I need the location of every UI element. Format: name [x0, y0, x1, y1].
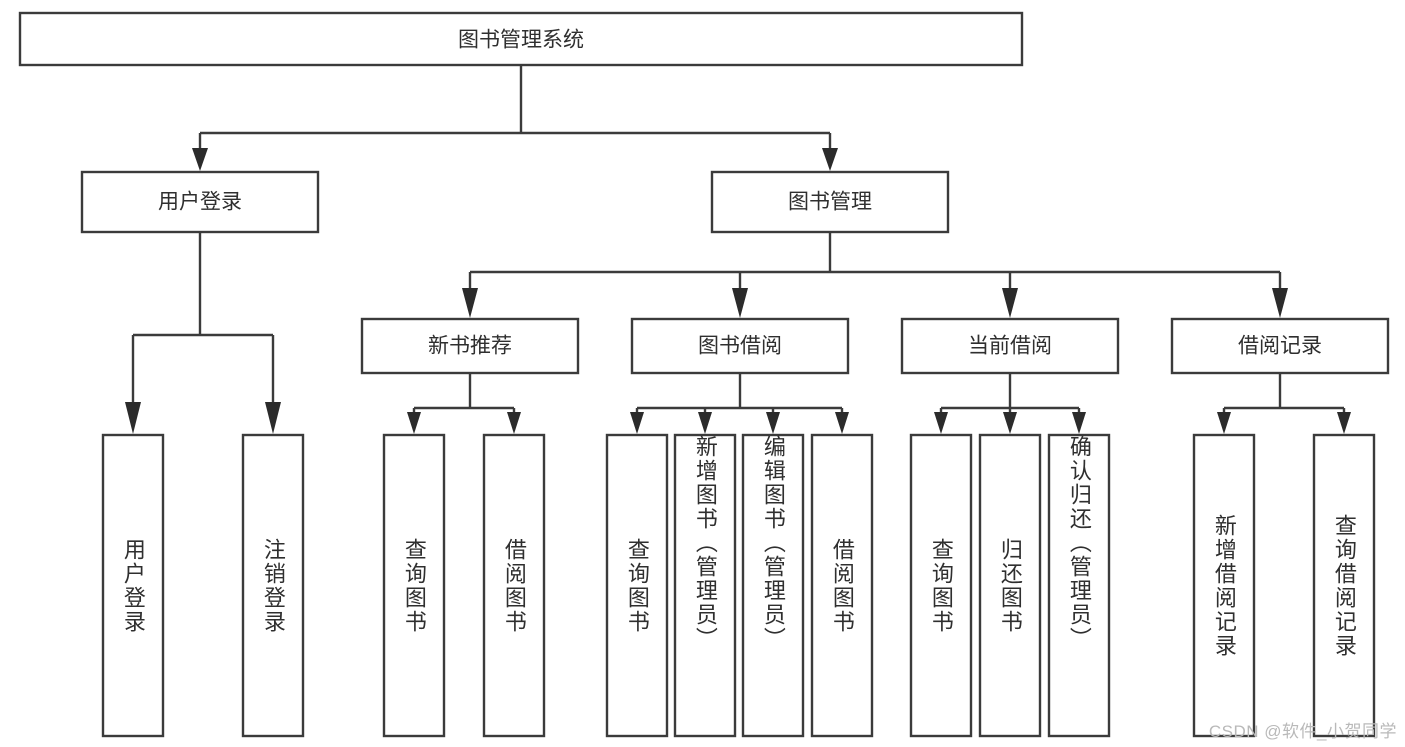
arrow-head-borrow-record [1272, 288, 1288, 318]
new-book-recommend-box-label: 新书推荐 [428, 335, 512, 358]
leaf-node-query-book-3[interactable] [909, 433, 973, 738]
leaf-query-book-3-rect [909, 433, 973, 738]
book-borrow-box-label: 图书借阅 [698, 335, 782, 358]
leaf-node-add-record[interactable] [1192, 433, 1256, 738]
node-book-borrow[interactable]: 图书借阅 [630, 317, 850, 375]
leaf-node-query-book-1[interactable] [382, 433, 446, 738]
connector-root-to-level1 [192, 65, 838, 171]
leaf-node-query-book-2[interactable] [605, 433, 669, 738]
connector-borrow-record-to-leaves [1217, 373, 1351, 434]
arrow-head-leaf-query-book-2 [630, 412, 644, 434]
connector-book-borrow-to-leaves [630, 373, 849, 434]
leaf-borrow-book-2-rect [810, 433, 874, 738]
leaf-node-borrow-book-2[interactable] [810, 433, 874, 738]
arrow-head-current-borrow [1002, 288, 1018, 318]
arrow-head-book-borrow [732, 288, 748, 318]
leaf-query-record-rect [1312, 433, 1376, 738]
arrow-head-user-login [192, 148, 208, 171]
connector-new-book-recommend-to-leaves [407, 373, 521, 434]
connector-current-borrow-to-leaves [934, 373, 1086, 434]
root-box-label: 图书管理系统 [458, 29, 584, 52]
leaf-node-confirm-return[interactable] [1047, 433, 1111, 738]
arrow-head-leaf-borrow-book-2 [835, 412, 849, 434]
arrow-head-leaf-edit-book [766, 412, 780, 434]
node-user-login[interactable]: 用户登录 [80, 170, 320, 234]
current-borrow-box-label: 当前借阅 [968, 335, 1052, 358]
arrow-head-leaf-add-record [1217, 412, 1231, 434]
arrow-head-leaf-confirm-return [1072, 412, 1086, 434]
user-login-box-label: 用户登录 [158, 191, 242, 214]
leaf-node-user-logout[interactable] [241, 433, 305, 738]
leaf-return-book-rect [978, 433, 1042, 738]
node-new-book-recommend[interactable]: 新书推荐 [360, 317, 580, 375]
leaf-node-borrow-book-1[interactable] [482, 433, 546, 738]
leaf-user-logout-rect [241, 433, 305, 738]
leaf-add-book-rect [673, 433, 737, 738]
leaf-user-login-rect [101, 433, 165, 738]
arrow-head-leaf-query-book-1 [407, 412, 421, 434]
arrow-head-leaf-user-logout [265, 402, 281, 434]
borrow-record-box-label: 借阅记录 [1238, 335, 1322, 358]
arrow-head-book-manage [822, 148, 838, 171]
leaf-borrow-book-1-rect [482, 433, 546, 738]
leaf-node-user-login[interactable] [101, 433, 165, 738]
leaf-query-book-1-rect [382, 433, 446, 738]
connector-book-manage-to-level2 [462, 232, 1288, 318]
arrow-head-leaf-query-record [1337, 412, 1351, 434]
user-login-box-rect [80, 170, 320, 234]
root-box-rect [18, 11, 1024, 67]
leaf-edit-book-rect [741, 433, 805, 738]
arrow-head-leaf-query-book-3 [934, 412, 948, 434]
leaf-add-record-rect [1192, 433, 1256, 738]
leaf-node-query-record[interactable] [1312, 433, 1376, 738]
node-root[interactable]: 图书管理系统 [18, 11, 1024, 67]
leaf-node-add-book[interactable] [673, 433, 737, 738]
arrow-head-leaf-user-login [125, 402, 141, 434]
current-borrow-box-rect [900, 317, 1120, 375]
book-manage-box-label: 图书管理 [788, 191, 872, 214]
arrow-head-leaf-borrow-book-1 [507, 412, 521, 434]
arrow-head-leaf-add-book [698, 412, 712, 434]
arrow-head-leaf-return-book [1003, 412, 1017, 434]
arrow-head-new-book-recommend [462, 288, 478, 318]
leaf-node-return-book[interactable] [978, 433, 1042, 738]
node-current-borrow[interactable]: 当前借阅 [900, 317, 1120, 375]
new-book-recommend-box-rect [360, 317, 580, 375]
leaf-query-book-2-rect [605, 433, 669, 738]
leaf-node-edit-book[interactable] [741, 433, 805, 738]
node-book-manage[interactable]: 图书管理 [710, 170, 950, 234]
node-borrow-record[interactable]: 借阅记录 [1170, 317, 1390, 375]
connector-user-login-to-leaves [125, 232, 281, 434]
leaf-confirm-return-rect [1047, 433, 1111, 738]
csdn-watermark: CSDN @软件_小贺同学 [1208, 722, 1397, 741]
